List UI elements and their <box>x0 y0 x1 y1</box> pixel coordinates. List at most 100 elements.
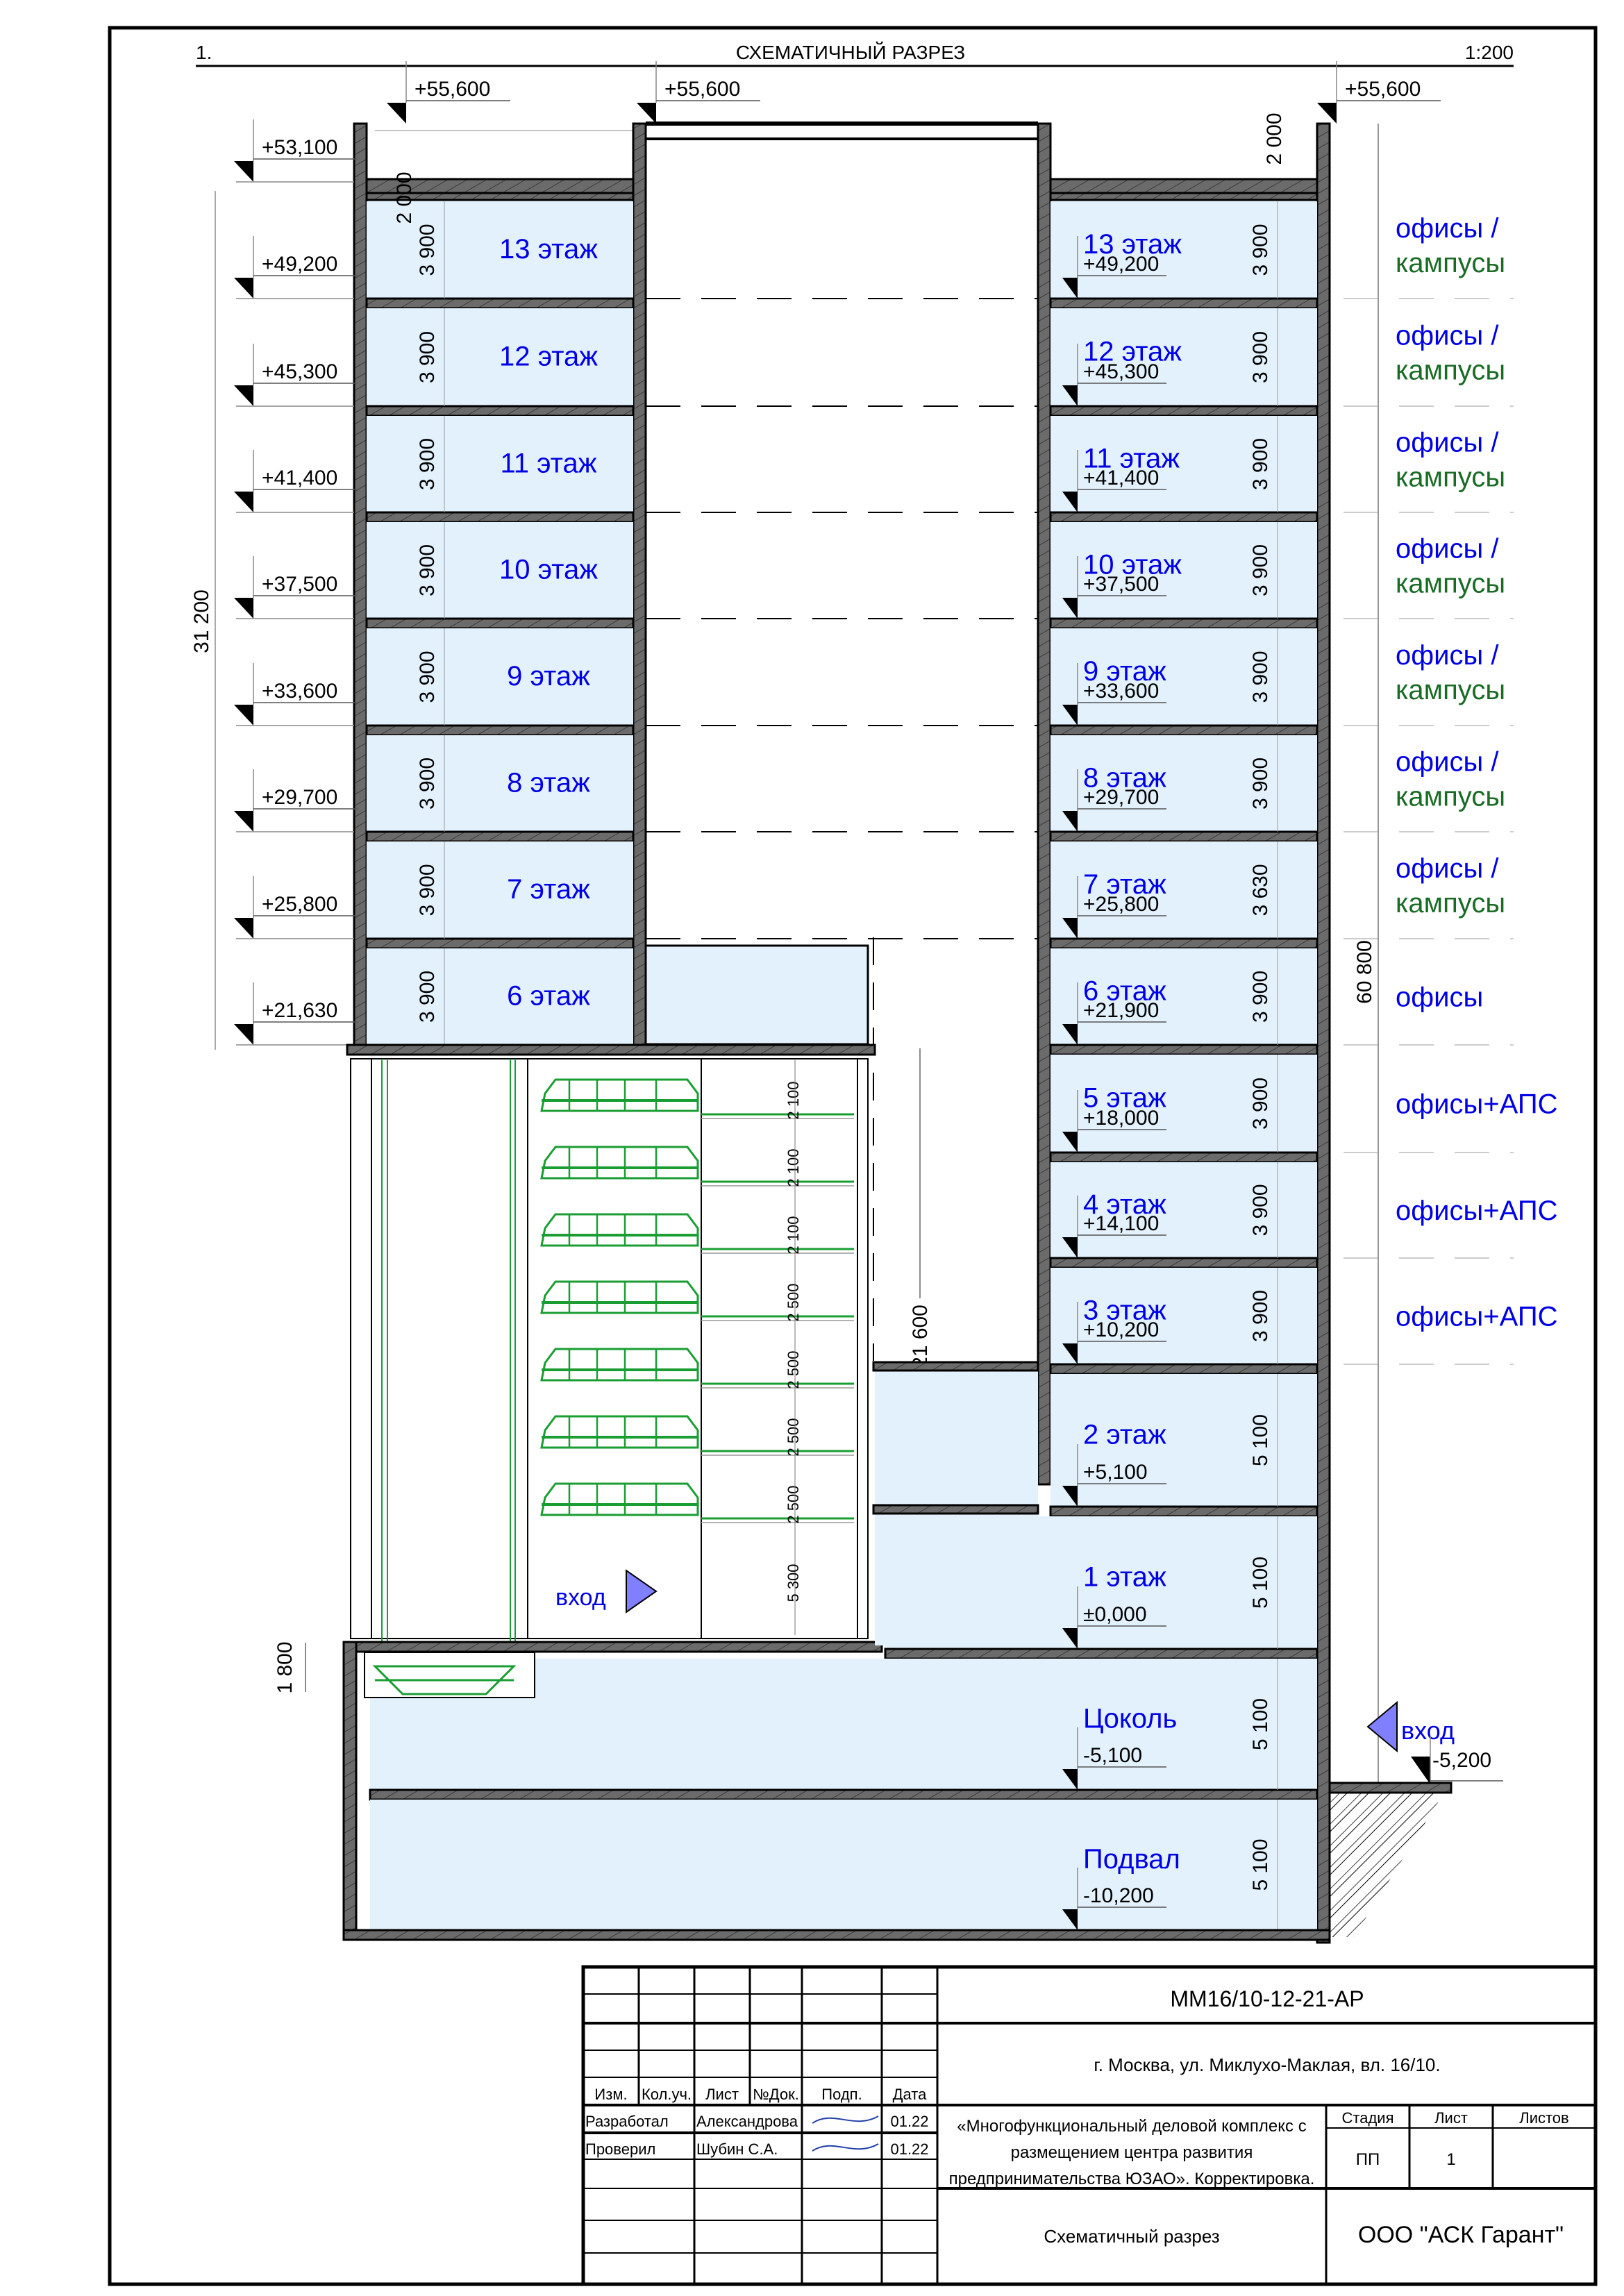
left-floor-room <box>367 416 633 512</box>
floor-height-dimension: 3 900 <box>416 331 439 383</box>
level-value: +18,000 <box>1083 1107 1159 1130</box>
tier-height-dimension: 2 500 <box>785 1283 802 1321</box>
drawing-header: 1. СХЕМАТИЧНЫЙ РАЗРЕЗ 1:200 <box>196 42 1514 67</box>
car-tray-frame <box>540 1482 699 1516</box>
right-level-mark: +49,200 <box>1062 236 1166 299</box>
right-level-mark: +5,100 <box>1062 1444 1166 1507</box>
use-label-offices: офисы / <box>1396 213 1499 244</box>
outside-entrance-label: вход <box>1401 1716 1455 1745</box>
floor-height-dimension: 3 900 <box>1249 1290 1272 1342</box>
overall-dimension-left: 31 200 <box>190 589 213 653</box>
level-triangle-icon <box>234 811 253 832</box>
floor-height-dimension: 5 100 <box>1249 1838 1272 1891</box>
use-label: офисы <box>1396 982 1483 1013</box>
project-code: ММ16/10-12-21-АР <box>1170 1986 1364 2011</box>
level-triangle-icon <box>1062 918 1078 939</box>
signer-date: 01.22 <box>890 2140 928 2158</box>
title-block-frame <box>581 1965 1598 2286</box>
right-level-mark: +41,400 <box>1062 450 1166 512</box>
signer-role: Разработал <box>585 2113 669 2130</box>
right-level-mark: +29,700 <box>1062 769 1166 832</box>
right-level-mark: +33,600 <box>1062 663 1166 726</box>
entrance-arrow-icon <box>626 1569 658 1614</box>
floor-slab <box>1049 1505 1319 1518</box>
left-floor-room <box>367 628 633 726</box>
parking-entrance-label: вход <box>555 1584 606 1611</box>
floor-label: 1 этаж <box>1083 1562 1166 1593</box>
level-triangle-icon <box>637 103 656 124</box>
entrance-arrow-icon <box>1366 1700 1398 1753</box>
right-roof-slab-2 <box>1049 192 1319 201</box>
level-triangle-icon <box>1411 1757 1430 1784</box>
floor-slab <box>1049 617 1319 630</box>
left-tower-outer-wall <box>353 122 368 1048</box>
left-roof-slab-2 <box>365 192 635 201</box>
floor-label: 7 этаж <box>507 874 590 905</box>
parking-car-tray: 2 500 <box>540 1482 854 1524</box>
right-level-mark: +45,300 <box>1062 344 1166 406</box>
sheet-header: Лист <box>1434 2109 1468 2127</box>
floor-height-dimension: 3 900 <box>416 651 439 703</box>
level-triangle-icon <box>234 1024 253 1045</box>
floor-slab <box>365 405 635 417</box>
left-level-mark: +21,630 <box>234 982 358 1045</box>
floor-label: 6 этаж <box>507 981 590 1012</box>
floor-label: 10 этаж <box>1083 550 1182 580</box>
title-column-header: №Док. <box>753 2086 799 2103</box>
right-level-mark: -10,200 <box>1062 1868 1166 1930</box>
tier-height-dimension: 2 100 <box>785 1148 802 1187</box>
level-triangle-icon <box>234 598 253 619</box>
right-level-mark: ±0,000 <box>1062 1586 1166 1649</box>
floor-slab <box>365 617 635 630</box>
left-level-mark: +29,700 <box>234 769 358 832</box>
tier-height-dimension: 2 500 <box>785 1350 802 1389</box>
level-triangle-icon <box>1062 278 1078 299</box>
roof-level-mark: +53,100 <box>234 119 358 182</box>
use-label-offices: офисы / <box>1396 853 1499 884</box>
floor-slab <box>1049 511 1319 523</box>
right-floor-room <box>1050 1162 1317 1258</box>
use-label: офисы+АПС <box>1396 1302 1557 1332</box>
level-value: +21,630 <box>262 999 337 1022</box>
right-level-mark: +14,100 <box>1062 1196 1166 1258</box>
right-level-mark: -5,100 <box>1062 1727 1166 1790</box>
floor-slab <box>365 297 635 310</box>
parking-car-tray: 2 100 <box>540 1213 854 1255</box>
outside-ground-level: -5,200 <box>1432 1749 1491 1772</box>
basement-bottom-slab <box>342 1929 1331 1941</box>
floor-height-dimension: 3 900 <box>1249 544 1272 596</box>
floor-label: 12 этаж <box>499 342 598 372</box>
level-value: +25,800 <box>262 893 337 916</box>
top-level-mark-left: +55,600 <box>387 61 510 124</box>
use-label-campuses: кампусы <box>1396 248 1505 278</box>
drawing-title: СХЕМАТИЧНЫЙ РАЗРЕЗ <box>736 42 965 63</box>
overall-dimension-right: 60 800 <box>1353 940 1376 1004</box>
right-floor-room <box>1050 1374 1317 1507</box>
annex-slab-2 <box>872 1504 1039 1515</box>
level-value: +37,500 <box>262 573 337 596</box>
signature-icon <box>812 2143 879 2152</box>
left-level-mark: +37,500 <box>234 556 358 619</box>
level-triangle-icon <box>1062 492 1078 512</box>
floor-height-dimension: 3 900 <box>1249 438 1272 490</box>
use-label-offices: офисы / <box>1396 428 1499 458</box>
ground-tier-dimension: 5 300 <box>785 1564 802 1602</box>
floor-label: 11 этаж <box>500 449 596 479</box>
floor-height-dimension: 3 900 <box>1249 1184 1272 1236</box>
floor-label: 3 этаж <box>1083 1296 1166 1326</box>
drawing-number: 1. <box>196 42 212 63</box>
left-floor-room <box>367 948 633 1045</box>
use-label: офисы+АПС <box>1396 1089 1557 1120</box>
floor-height-dimension: 3 900 <box>1249 971 1272 1023</box>
right-level-mark: +10,200 <box>1062 1302 1166 1364</box>
floor-label: 12 этаж <box>1083 337 1182 367</box>
left-level-mark: +49,200 <box>234 236 358 299</box>
